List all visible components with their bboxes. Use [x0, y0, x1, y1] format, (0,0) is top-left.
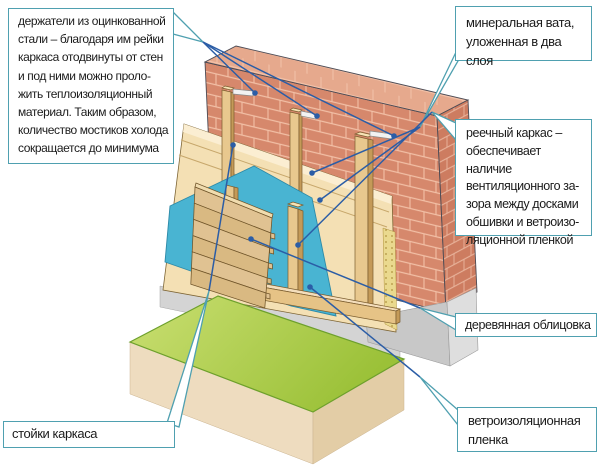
leader-cladding — [250, 238, 421, 309]
batten-top — [286, 201, 305, 208]
dot-wool-1 — [309, 170, 315, 176]
wedge-holders — [172, 10, 206, 44]
dot-wool-2 — [317, 197, 323, 203]
leader-dots — [230, 90, 397, 290]
holder-1 — [232, 88, 254, 97]
leader-wool-2 — [319, 126, 421, 201]
dot-batten — [295, 242, 301, 248]
leader-holder-2 — [202, 41, 318, 117]
callout-frame-posts: стойки каркаса — [3, 421, 175, 448]
callout-holders: держатели из оцинкованной стали – благод… — [8, 8, 174, 164]
board-end-tab — [270, 232, 276, 240]
post3-front — [354, 135, 369, 315]
callout-mineral-wool: минеральная вата, уложенная в два слоя — [455, 6, 592, 68]
callout-batten-frame: реечный каркас – обеспечивает наличие ве… — [455, 119, 592, 247]
board-end-tab — [268, 262, 273, 270]
batten-side — [297, 208, 304, 302]
wedge-film — [419, 376, 459, 427]
callout-wood-cladding: деревянная облицовка — [455, 313, 597, 337]
board-end-tab — [266, 277, 272, 285]
post2-top — [289, 107, 303, 113]
dot-holder-1 — [252, 90, 258, 96]
callout-windproof-film: ветроизоляционная пленка — [457, 407, 597, 452]
batten-front — [287, 205, 299, 301]
board-end-tab — [265, 292, 271, 300]
leader-lines — [202, 41, 433, 378]
dot-film — [307, 284, 313, 290]
leader-batten — [297, 111, 433, 246]
leader-film — [309, 286, 421, 378]
dot-posts — [230, 142, 236, 148]
board-end-tab — [269, 247, 274, 255]
leader-holder-3 — [202, 41, 395, 137]
wool-cut-speckles — [383, 228, 397, 330]
leader-wool-1 — [311, 126, 421, 174]
leader-holder-1 — [202, 41, 256, 94]
callout-wedges — [166, 10, 459, 428]
post1-top — [221, 85, 235, 91]
steel-holders — [232, 88, 393, 140]
leader-posts — [208, 144, 234, 292]
siding-board — [190, 267, 267, 309]
holder-2 — [300, 110, 317, 120]
dot-cladding — [248, 236, 254, 242]
dot-holder-3 — [391, 133, 397, 139]
rail-end — [395, 308, 401, 325]
dot-holder-2 — [314, 113, 320, 119]
